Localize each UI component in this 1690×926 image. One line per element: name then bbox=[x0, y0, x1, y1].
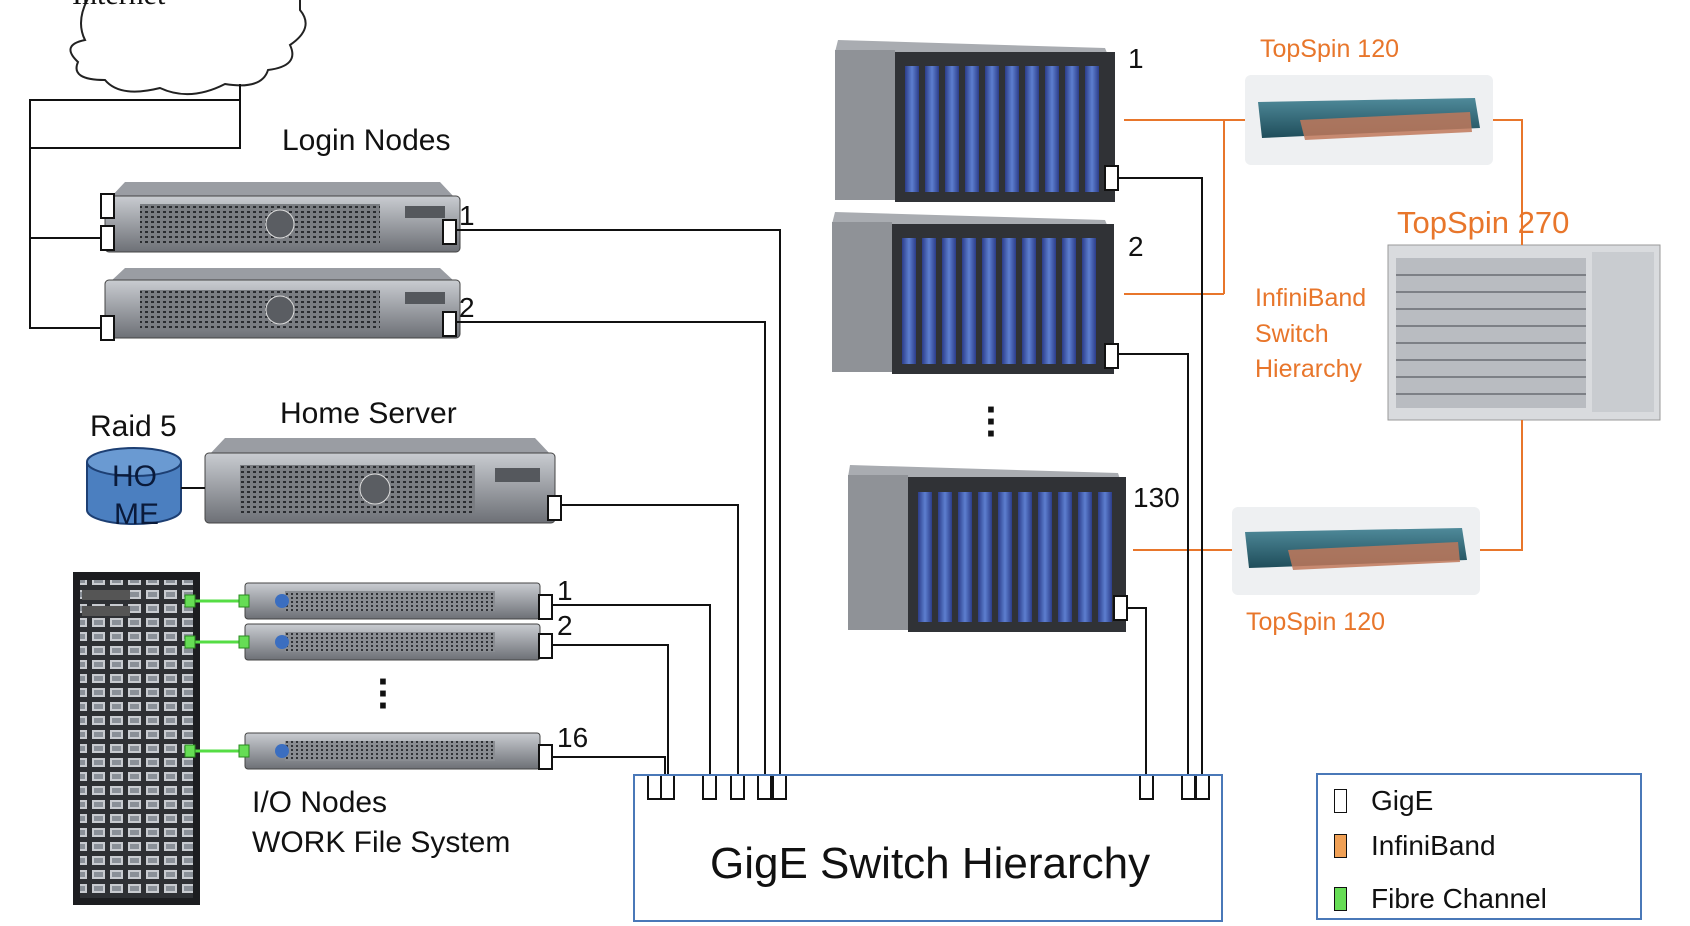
legend-label-infiniband: InfiniBand bbox=[1371, 830, 1496, 861]
infiniband-links bbox=[1124, 119, 1523, 551]
compute-1-number: 1 bbox=[1128, 43, 1144, 74]
login-node-2-number: 2 bbox=[459, 292, 475, 323]
disk-label-line2: ME bbox=[114, 498, 159, 531]
topspin-120-top-label: TopSpin 120 bbox=[1260, 35, 1400, 63]
disk-label-line1: HO bbox=[112, 460, 157, 493]
login-node-2-server bbox=[104, 268, 461, 339]
io-ellipsis-dots: ··· bbox=[377, 660, 391, 728]
topspin-270-label: TopSpin 270 bbox=[1397, 205, 1570, 240]
compute-chassis-1 bbox=[835, 40, 1115, 202]
compute-chassis-130 bbox=[848, 465, 1126, 632]
io-node-2-server bbox=[244, 623, 541, 661]
topspin-120-bottom-switch bbox=[1232, 507, 1480, 595]
compute-chassis-2 bbox=[832, 212, 1114, 374]
raid-label: Raid 5 bbox=[90, 410, 177, 443]
legend-item-fibre-channel: Fibre Channel bbox=[1318, 883, 1547, 915]
topspin-270-core-switch bbox=[1387, 244, 1661, 421]
gige-ports bbox=[100, 165, 1210, 800]
home-server bbox=[204, 438, 556, 524]
legend-swatch-fibre-channel bbox=[1334, 887, 1347, 911]
gige-switch-box bbox=[633, 774, 1223, 922]
home-server-title: Home Server bbox=[280, 397, 457, 430]
infiniband-hierarchy-line3: Hierarchy bbox=[1255, 355, 1362, 383]
fibre-channel-links bbox=[190, 599, 245, 753]
internet-cloud bbox=[69, 0, 307, 96]
io-caption-line2: WORK File System bbox=[252, 826, 511, 859]
internet-label: Internet bbox=[72, 0, 165, 12]
legend-item-gige: GigE bbox=[1318, 785, 1433, 817]
legend-box: GigE InfiniBand Fibre Channel bbox=[1316, 773, 1642, 920]
legend-swatch-gige bbox=[1334, 789, 1347, 813]
login-nodes-title: Login Nodes bbox=[282, 124, 451, 157]
compute-ellipsis-dots: ··· bbox=[985, 388, 999, 456]
io-node-16-server bbox=[244, 732, 541, 770]
legend-label-fibre-channel: Fibre Channel bbox=[1371, 883, 1547, 914]
topspin-120-top-switch bbox=[1245, 75, 1493, 165]
io-node-1-number: 1 bbox=[557, 575, 573, 606]
san-storage-rack bbox=[73, 572, 200, 905]
legend-item-infiniband: InfiniBand bbox=[1318, 830, 1496, 862]
gige-switch-label: GigE Switch Hierarchy bbox=[710, 839, 1151, 888]
topspin-120-bottom-label: TopSpin 120 bbox=[1246, 608, 1386, 636]
legend-swatch-infiniband bbox=[1334, 834, 1347, 858]
infiniband-hierarchy-line2: Switch bbox=[1255, 320, 1329, 348]
compute-130-number: 130 bbox=[1133, 482, 1180, 513]
fibre-channel-ports bbox=[184, 594, 250, 758]
io-caption-line1: I/O Nodes bbox=[252, 786, 388, 819]
login-node-1-number: 1 bbox=[459, 200, 475, 231]
login-node-1-server bbox=[104, 182, 461, 253]
internet-links bbox=[29, 84, 241, 329]
infiniband-hierarchy-line1: InfiniBand bbox=[1255, 284, 1367, 312]
gige-links bbox=[456, 177, 1203, 775]
compute-2-number: 2 bbox=[1128, 231, 1144, 262]
io-node-16-number: 16 bbox=[557, 722, 589, 753]
legend-label-gige: GigE bbox=[1371, 785, 1434, 816]
raid-disk-cylinder bbox=[86, 447, 205, 525]
io-node-1-server bbox=[244, 582, 541, 620]
io-node-2-number: 2 bbox=[557, 610, 573, 641]
